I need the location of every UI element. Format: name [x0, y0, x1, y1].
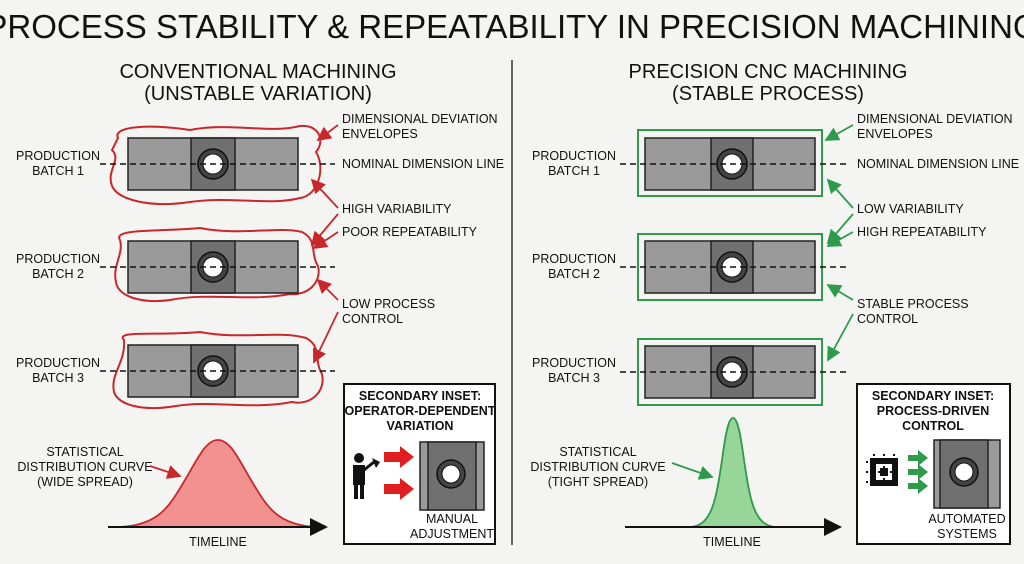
- annotation-control-line1: LOW PROCESS: [342, 297, 435, 311]
- annotation-repeatability: HIGH REPEATABILITY: [857, 225, 987, 239]
- control-arrow-3: [908, 478, 928, 494]
- operator-with-wrench-icon: [353, 453, 380, 499]
- control-arrow-2: [908, 464, 928, 480]
- arrow-control-down: [312, 311, 339, 364]
- left-panel: CONVENTIONAL MACHINING (UNSTABLE VARIATI…: [16, 61, 504, 549]
- batch-label-2-line2: BATCH 2: [32, 267, 84, 281]
- batch-label-3-line2: BATCH 3: [32, 371, 84, 385]
- inset-operator-dependent: SECONDARY INSET: OPERATOR-DEPENDENT VARI…: [343, 383, 496, 545]
- annotation-control-line1: STABLE PROCESS: [857, 297, 969, 311]
- right-heading: PRECISION CNC MACHINING: [629, 61, 908, 83]
- batch-label-3-line2: BATCH 3: [548, 371, 600, 385]
- arrow-control-down: [827, 313, 854, 362]
- inset-title-line1: SECONDARY INSET:: [359, 389, 481, 403]
- arrow-curve: [149, 465, 182, 479]
- inset-title-line3: VARIATION: [387, 419, 454, 433]
- left-heading: CONVENTIONAL MACHINING: [119, 61, 396, 83]
- adjust-arrow-2: [384, 478, 414, 500]
- batch-label-2-line2: BATCH 2: [548, 267, 600, 281]
- curve-label-line1: STATISTICAL: [559, 445, 636, 459]
- inset-title-line3: CONTROL: [902, 419, 964, 433]
- distribution-curve-tight: [689, 417, 777, 528]
- batch-label-3-line1: PRODUCTION: [16, 356, 100, 370]
- batch-label-1-line1: PRODUCTION: [532, 149, 616, 163]
- arrow-variability-up: [310, 178, 339, 209]
- annotation-nominal: NOMINAL DIMENSION LINE: [342, 157, 504, 171]
- arrow-variability-up: [826, 178, 854, 209]
- curve-label-line2: DISTRIBUTION CURVE: [17, 460, 152, 474]
- right-subheading: (STABLE PROCESS): [672, 83, 864, 105]
- annotation-control-line2: CONTROL: [342, 312, 403, 326]
- arrow-curve: [671, 462, 714, 480]
- inset-caption-line1: AUTOMATED: [928, 512, 1005, 526]
- arrow-control-up: [316, 278, 339, 301]
- inset-title-line2: PROCESS-DRIVEN: [877, 404, 990, 418]
- arrow-control-up: [826, 284, 854, 301]
- annotation-repeatability: POOR REPEATABILITY: [342, 225, 478, 239]
- deviation-envelope-batch-1: [637, 129, 823, 197]
- annotation-variability: HIGH VARIABILITY: [342, 202, 452, 216]
- timeline-label: TIMELINE: [703, 535, 761, 549]
- annotation-envelopes-line1: DIMENSIONAL DEVIATION: [857, 112, 1013, 126]
- control-arrow-1: [908, 450, 928, 466]
- batch-label-2-line1: PRODUCTION: [532, 252, 616, 266]
- inset-title-line2: OPERATOR-DEPENDENT: [345, 404, 496, 418]
- main-title: PROCESS STABILITY & REPEATABILITY IN PRE…: [0, 8, 1024, 45]
- arrow-repeatability: [312, 231, 339, 249]
- deviation-envelope-batch-2: [114, 226, 320, 302]
- annotation-envelopes-line2: ENVELOPES: [342, 127, 418, 141]
- annotation-control-line2: CONTROL: [857, 312, 918, 326]
- annotation-variability: LOW VARIABILITY: [857, 202, 964, 216]
- arrow-envelopes: [824, 124, 854, 141]
- inset-title-line1: SECONDARY INSET:: [872, 389, 994, 403]
- curve-label-line3: (WIDE SPREAD): [37, 475, 133, 489]
- inset-caption-line2: SYSTEMS: [937, 527, 997, 541]
- batch-label-3-line1: PRODUCTION: [532, 356, 616, 370]
- timeline-label: TIMELINE: [189, 535, 247, 549]
- adjust-arrow-1: [384, 446, 414, 468]
- batch-label-1-line2: BATCH 1: [32, 164, 84, 178]
- batch-label-1-line1: PRODUCTION: [16, 149, 100, 163]
- arrow-envelopes: [316, 124, 339, 142]
- inset-caption-line2: ADJUSTMENT: [410, 527, 494, 541]
- arrow-repeatability: [826, 231, 854, 247]
- annotation-envelopes-line1: DIMENSIONAL DEVIATION: [342, 112, 498, 126]
- inset-process-driven: SECONDARY INSET: PROCESS-DRIVEN CONTROL: [856, 383, 1011, 545]
- batch-label-2-line1: PRODUCTION: [16, 252, 100, 266]
- right-panel: PRECISION CNC MACHINING (STABLE PROCESS): [530, 61, 1019, 549]
- cpu-chip-icon: [866, 454, 902, 490]
- annotation-nominal: NOMINAL DIMENSION LINE: [857, 157, 1019, 171]
- curve-label-line2: DISTRIBUTION CURVE: [530, 460, 665, 474]
- distribution-curve-wide: [119, 439, 317, 528]
- inset-caption-line1: MANUAL: [426, 512, 478, 526]
- batch-label-1-line2: BATCH 1: [548, 164, 600, 178]
- curve-label-line1: STATISTICAL: [46, 445, 123, 459]
- deviation-envelope-batch-3: [112, 330, 324, 410]
- left-subheading: (UNSTABLE VARIATION): [144, 83, 372, 105]
- annotation-envelopes-line2: ENVELOPES: [857, 127, 933, 141]
- curve-label-line3: (TIGHT SPREAD): [548, 475, 648, 489]
